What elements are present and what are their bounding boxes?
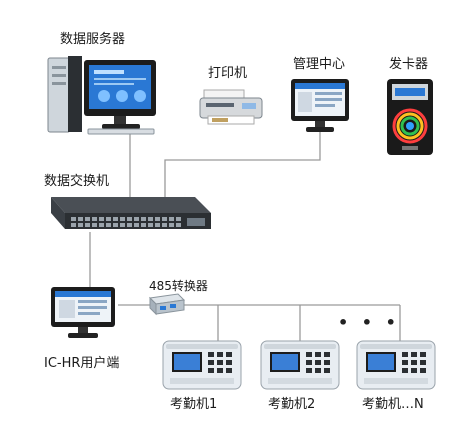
printer-icon (198, 88, 264, 126)
card-issuer-label: 发卡器 (389, 57, 429, 72)
terminal-n-icon (356, 340, 436, 390)
terminal-n-label: 考勤机…N (362, 397, 424, 412)
terminal-1-label: 考勤机1 (170, 397, 218, 412)
management-center-label: 管理中心 (293, 57, 346, 72)
more-terminals-ellipsis: • • • (338, 313, 400, 332)
terminal-2-label: 考勤机2 (268, 397, 316, 412)
converter-485-icon (146, 292, 186, 318)
client-computer-icon (50, 286, 116, 342)
card-issuer-icon (386, 78, 434, 156)
terminal-2-icon (260, 340, 340, 390)
management-center-icon (290, 78, 350, 136)
data-server-label: 数据服务器 (60, 32, 126, 47)
client-label: IC-HR用户端 (44, 356, 120, 371)
data-switch-icon (45, 193, 213, 235)
printer-label: 打印机 (208, 66, 248, 81)
data-switch-label: 数据交换机 (44, 174, 110, 189)
converter-485-label: 485转换器 (149, 279, 208, 293)
terminal-1-icon (162, 340, 242, 390)
data-server-icon (44, 52, 159, 137)
